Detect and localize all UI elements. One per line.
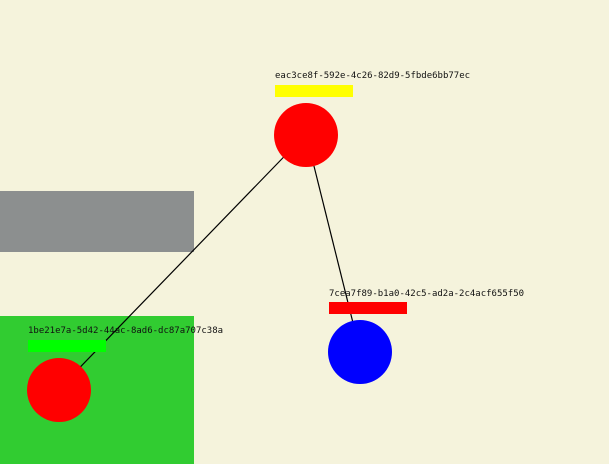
node-id-label: eac3ce8f-592e-4c26-82d9-5fbde6bb77ec [275,71,471,81]
node-circle[interactable] [274,103,338,167]
node-health-bar [329,302,407,314]
node-id-label: 7cea7f89-b1a0-42c5-ad2a-2c4acf655f50 [329,289,525,299]
node-circle[interactable] [27,358,91,422]
node-health-bar [275,85,353,97]
connection-line [305,133,361,352]
node-health-bar [28,340,106,352]
node-id-label: 1be21e7a-5d42-44ac-8ad6-dc87a707c38a [28,326,224,336]
node-circle[interactable] [328,320,392,384]
gray-zone [0,191,194,252]
